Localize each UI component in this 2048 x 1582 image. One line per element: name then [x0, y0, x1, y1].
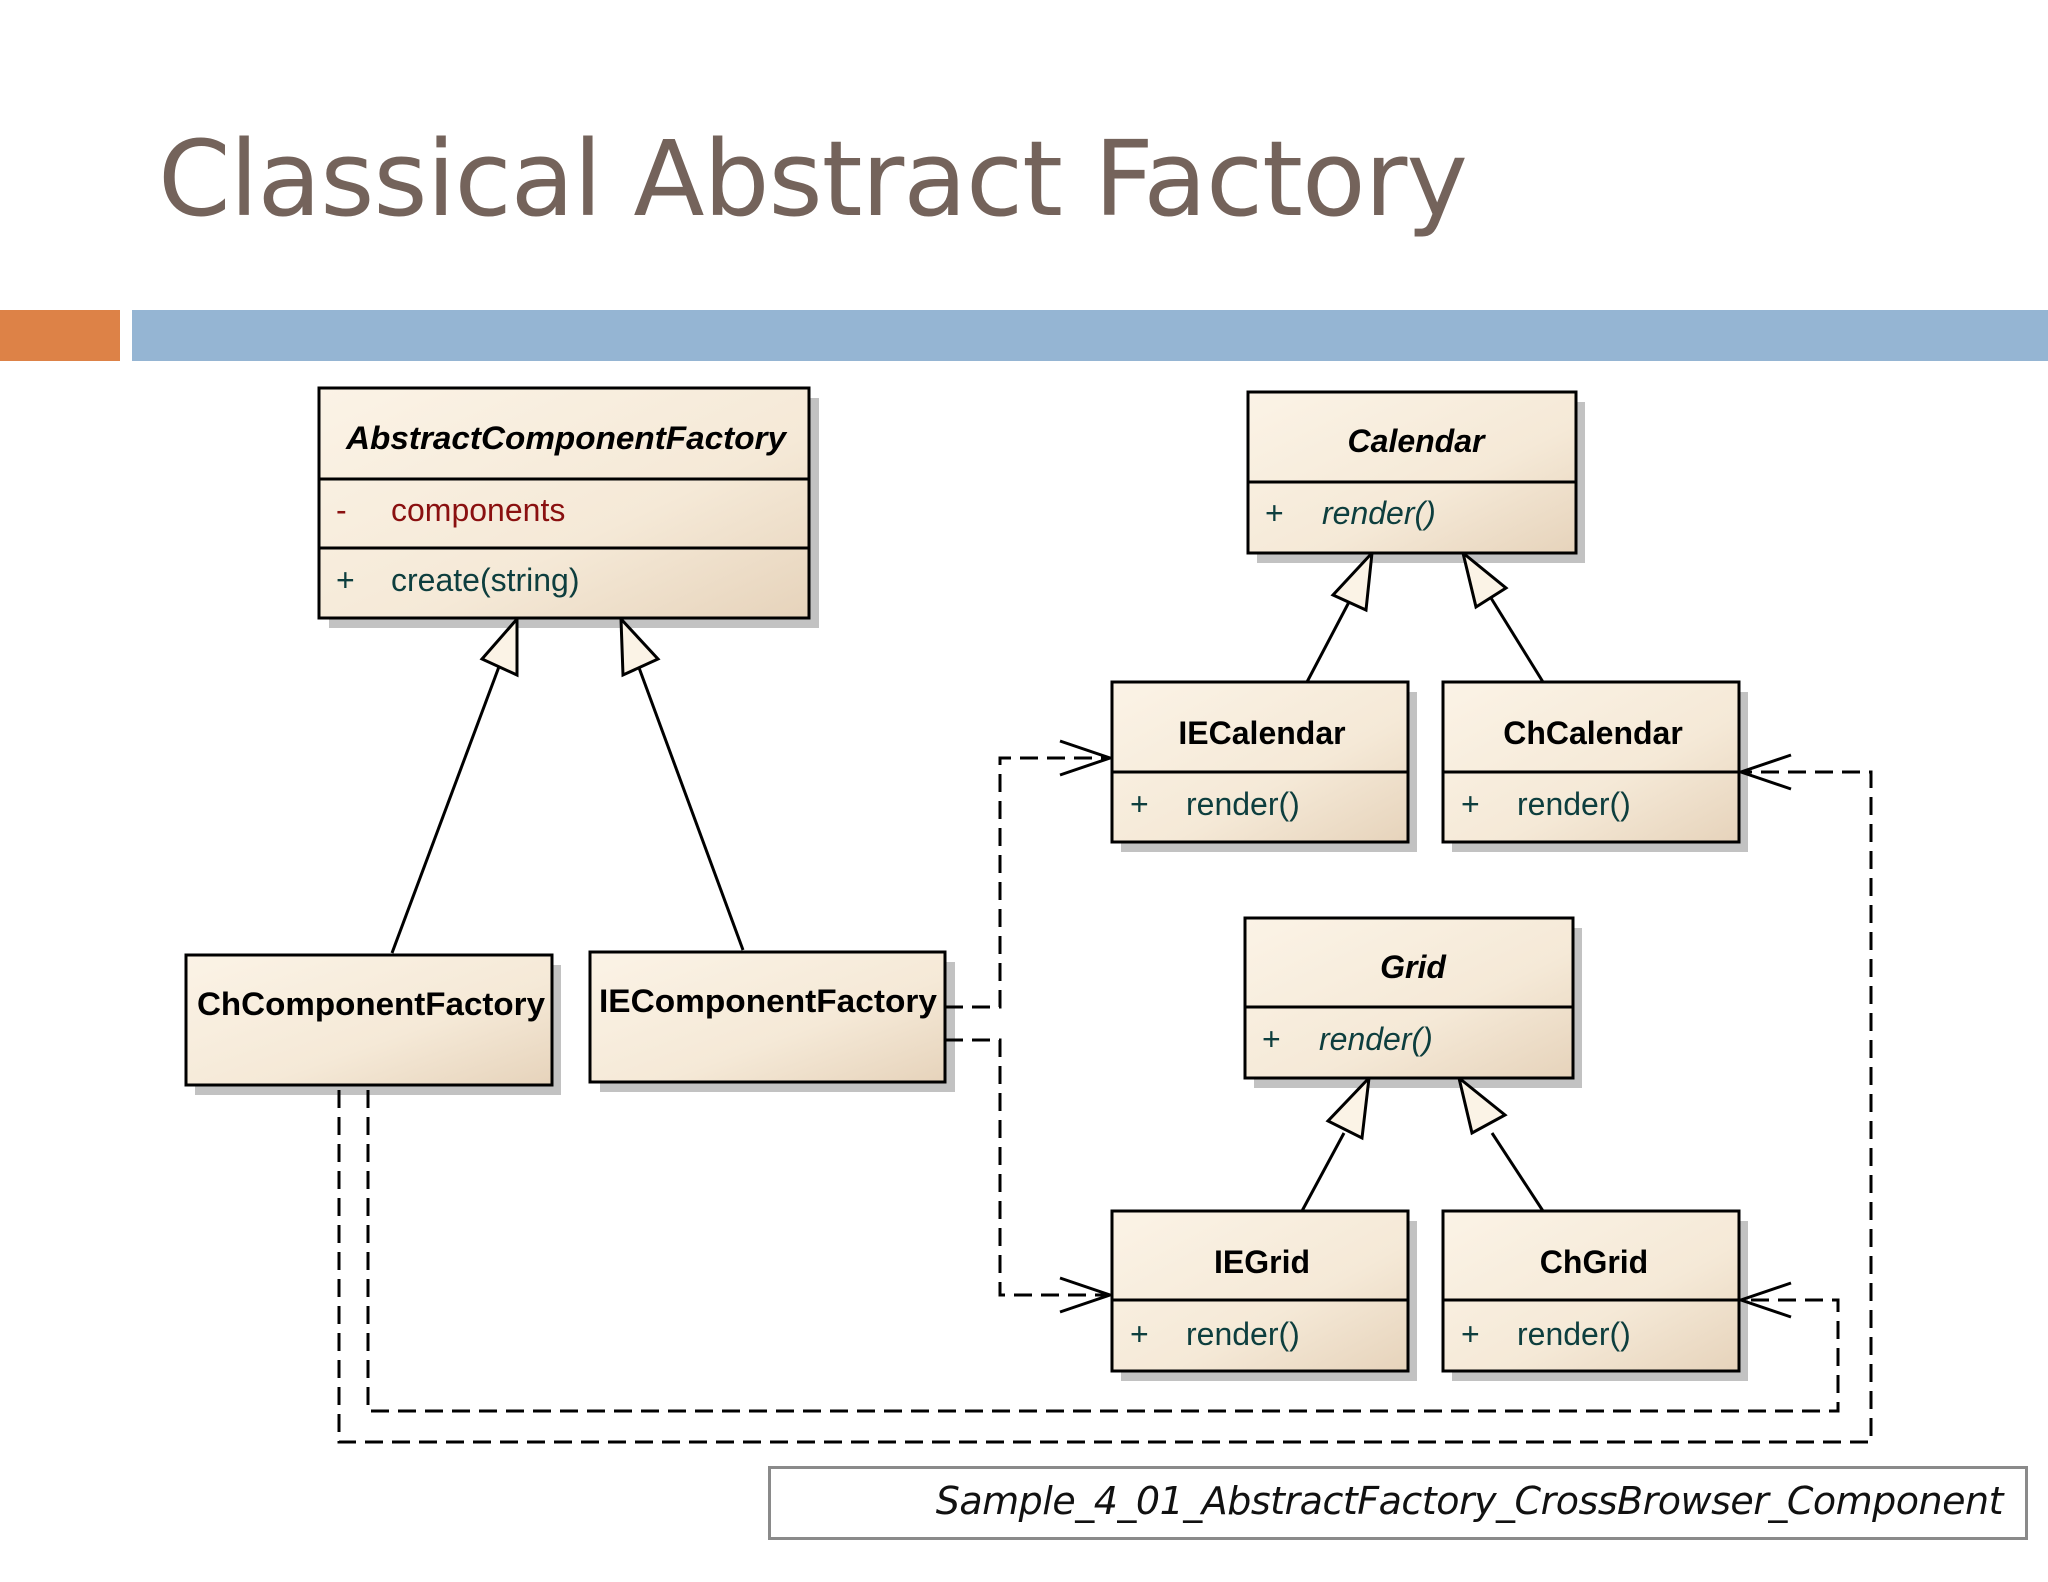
- class-ie-grid[interactable]: IEGrid + render(): [1110, 1209, 1410, 1373]
- class-name: IECalendar: [1178, 715, 1345, 751]
- class-name: IEComponentFactory: [599, 983, 937, 1019]
- dependency-lines: [337, 756, 1873, 1444]
- operation-create: create(string): [391, 562, 580, 598]
- class-ch-component-factory[interactable]: ChComponentFactory: [184, 953, 554, 1087]
- class-ch-calendar[interactable]: ChCalendar + render(): [1441, 680, 1741, 844]
- operation-render: render(): [1517, 786, 1631, 822]
- operation-visibility: +: [1130, 1316, 1149, 1352]
- operation-visibility: +: [1461, 1316, 1480, 1352]
- class-name: IEGrid: [1214, 1244, 1310, 1280]
- attribute-visibility: -: [336, 492, 347, 528]
- class-name: Grid: [1380, 949, 1447, 985]
- accent-bar-blue: [132, 310, 2048, 361]
- operation-render: render(): [1186, 1316, 1300, 1352]
- attribute-components: components: [391, 492, 565, 528]
- class-name: ChGrid: [1540, 1244, 1648, 1280]
- class-name: ChComponentFactory: [197, 986, 545, 1022]
- accent-bar-orange: [0, 310, 120, 361]
- operation-visibility: +: [1262, 1021, 1281, 1057]
- class-abstract-component-factory[interactable]: AbstractComponentFactory - components + …: [317, 386, 811, 620]
- operation-render: render(): [1186, 786, 1300, 822]
- class-calendar[interactable]: Calendar + render(): [1246, 390, 1578, 555]
- operation-render: render(): [1319, 1021, 1433, 1057]
- generalization-arrowheads: [479, 548, 1509, 1141]
- class-name: AbstractComponentFactory: [345, 420, 788, 456]
- operation-visibility: +: [1461, 786, 1480, 822]
- slide-title: Classical Abstract Factory: [158, 118, 1468, 240]
- class-grid[interactable]: Grid + render(): [1243, 916, 1575, 1080]
- operation-visibility: +: [336, 562, 355, 598]
- operation-render: render(): [1322, 495, 1436, 531]
- dependency-arrowheads: [1059, 739, 1792, 1319]
- operation-visibility: +: [1265, 495, 1284, 531]
- class-name: ChCalendar: [1503, 715, 1683, 751]
- class-ch-grid[interactable]: ChGrid + render(): [1441, 1209, 1741, 1373]
- generalization-lines: [390, 597, 1545, 1212]
- operation-visibility: +: [1130, 786, 1149, 822]
- operation-render: render(): [1517, 1316, 1631, 1352]
- class-ie-calendar[interactable]: IECalendar + render(): [1110, 680, 1410, 844]
- sample-caption-box: Sample_4_01_AbstractFactory_CrossBrowser…: [768, 1466, 2028, 1540]
- sample-caption: Sample_4_01_AbstractFactory_CrossBrowser…: [935, 1479, 2004, 1523]
- class-ie-component-factory[interactable]: IEComponentFactory: [588, 950, 947, 1084]
- class-name: Calendar: [1348, 423, 1486, 459]
